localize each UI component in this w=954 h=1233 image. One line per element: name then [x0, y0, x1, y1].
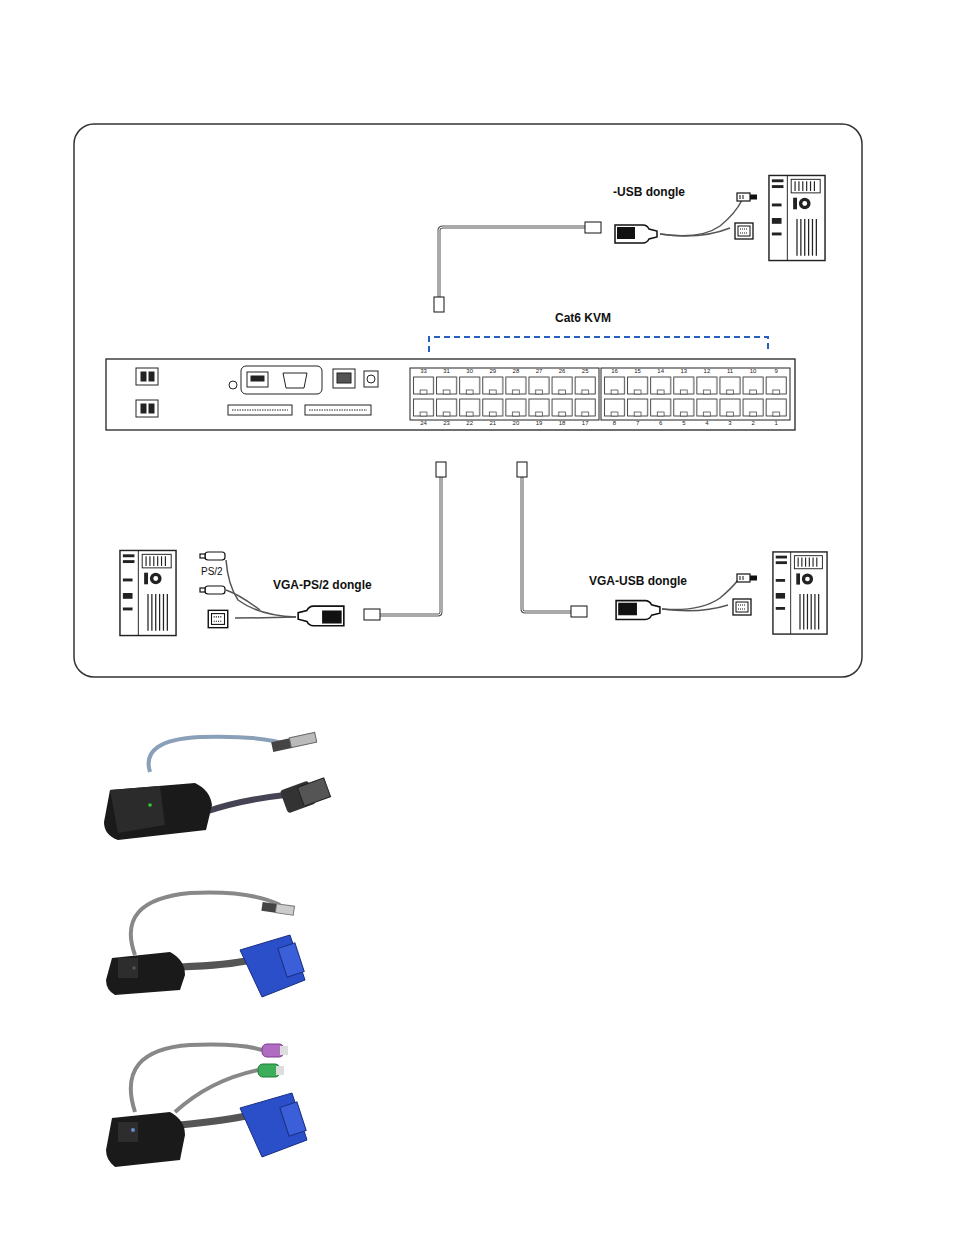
dongle-label: Cat6 KVM [554, 312, 612, 325]
port-number: 9 [775, 368, 778, 375]
port-number: 20 [513, 420, 520, 427]
port-number: 24 [420, 420, 427, 427]
port-number: 29 [489, 368, 496, 375]
port-number: 4 [705, 420, 708, 427]
port-number: 13 [680, 368, 687, 375]
port-number: 12 [704, 368, 711, 375]
port-number: 31 [443, 368, 450, 375]
port-number: 1 [775, 420, 778, 427]
port-number: 3 [728, 420, 731, 427]
port-number: 15 [634, 368, 641, 375]
port-number: 6 [659, 420, 662, 427]
dongle-label: VGA-PS/2 dongle [272, 579, 373, 592]
port-number: 21 [489, 420, 496, 427]
dongle-label: VGA-USB dongle [588, 575, 688, 588]
port-number: 30 [466, 368, 473, 375]
port-number: 14 [657, 368, 664, 375]
port-number: 16 [611, 368, 618, 375]
port-number: 23 [443, 420, 450, 427]
port-number: 5 [682, 420, 685, 427]
port-number: 27 [536, 368, 543, 375]
connector-label: PS/2 [201, 566, 223, 577]
port-number: 7 [636, 420, 639, 427]
port-number: 28 [513, 368, 520, 375]
port-number: 11 [727, 368, 733, 375]
port-number: 19 [536, 420, 543, 427]
port-number: 18 [559, 420, 566, 427]
port-number: 33 [420, 368, 427, 375]
port-number: 25 [582, 368, 589, 375]
dongle-label: -USB dongle [612, 186, 686, 199]
port-number: 2 [751, 420, 754, 427]
port-number: 10 [750, 368, 757, 375]
port-number: 8 [613, 420, 616, 427]
port-number: 17 [582, 420, 589, 427]
port-number: 26 [559, 368, 566, 375]
port-number: 22 [466, 420, 473, 427]
